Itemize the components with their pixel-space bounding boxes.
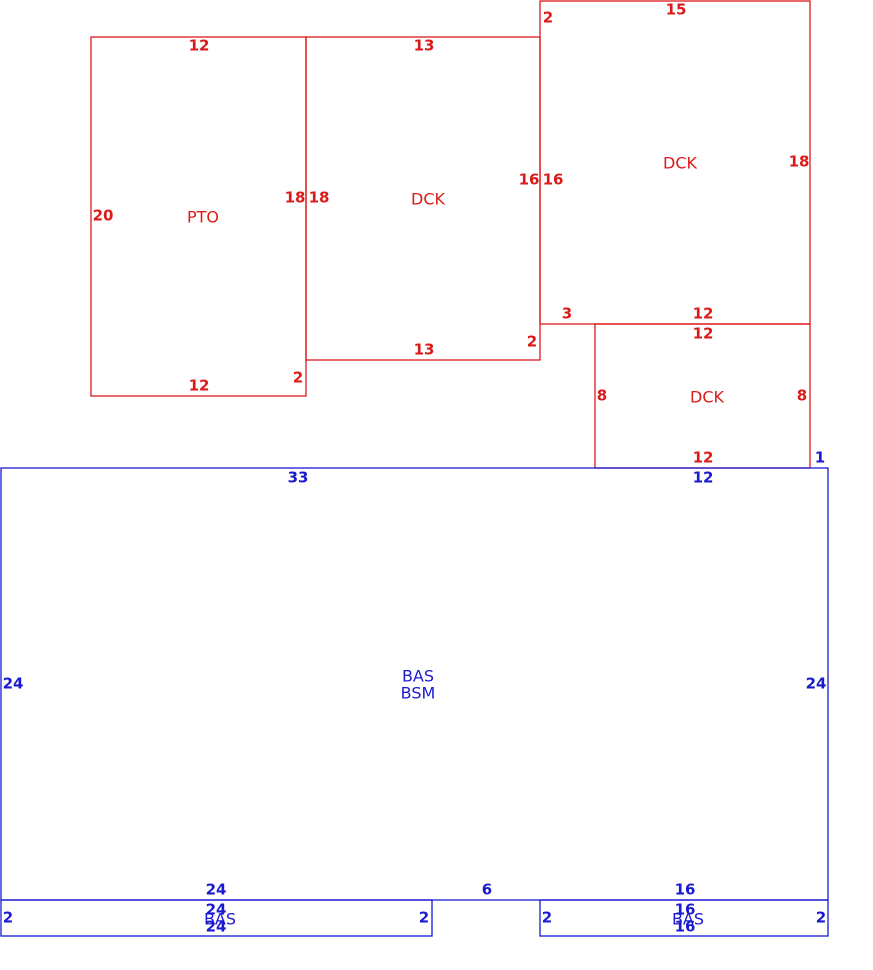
bas-left-bottom-dim: 24 [206, 918, 227, 936]
dck-center-right-dim: 16 [519, 171, 540, 189]
dck-lower-right-area: 12 12 8 8 DCK [597, 325, 807, 467]
dck-ur-right-dim: 18 [789, 153, 810, 171]
bas-left-top-dim: 24 [206, 901, 227, 919]
dck-ur-bottom-dim: 12 [693, 305, 714, 323]
bas-main-area: 1 33 12 24 24 24 6 16 BAS BSM [3, 449, 827, 899]
bas-left-strip: 24 24 2 2 BAS [3, 901, 429, 936]
bas-bottom-right-dim: 16 [675, 881, 696, 899]
dck-center-area: 13 13 18 16 2 DCK [309, 37, 540, 359]
dck-ur-notch-dim: 2 [543, 9, 553, 27]
bas-left-right-dim: 2 [419, 909, 429, 927]
dck-ur-left-dim: 16 [543, 171, 564, 189]
bas-top-left-dim: 33 [288, 469, 309, 487]
pto-left-dim: 20 [93, 207, 114, 225]
pto-area: 12 12 20 18 2 PTO [93, 37, 306, 395]
bas-left-dim: 24 [3, 675, 24, 693]
bas-main-code: BAS [402, 667, 434, 686]
bas-bottom-left-dim: 24 [206, 881, 227, 899]
pto-bottom-dim: 12 [189, 377, 210, 395]
bas-right-right-dim: 2 [816, 909, 826, 927]
dck-ur-code: DCK [663, 154, 697, 173]
bsm-code: BSM [401, 684, 436, 703]
bas-right-left-dim: 2 [542, 909, 552, 927]
dck-lr-left-dim: 8 [597, 387, 607, 405]
dck-lr-top-dim: 12 [693, 325, 714, 343]
bas-offset-dim: 1 [815, 449, 825, 467]
dck-ur-offset-dim: 3 [562, 305, 572, 323]
pto-notch-dim: 2 [293, 369, 303, 387]
bas-right-code: BAS [672, 910, 704, 929]
bas-bottom-gap-dim: 6 [482, 881, 492, 899]
dck-center-notch-dim: 2 [527, 333, 537, 351]
bas-left-outline [0, 899, 433, 937]
dck-center-bottom-dim: 13 [414, 341, 435, 359]
bas-right-top-dim: 16 [675, 901, 696, 919]
dck-center-top-dim: 13 [414, 37, 435, 55]
bas-left-left-dim: 2 [3, 909, 13, 927]
pto-right-dim: 18 [285, 189, 306, 207]
dck-lr-code: DCK [690, 388, 724, 407]
dck-lr-bottom-dim: 12 [693, 449, 714, 467]
dck-lr-right-dim: 8 [797, 387, 807, 405]
bas-right-outline [539, 899, 829, 937]
bas-top-right-dim: 12 [693, 469, 714, 487]
dck-center-left-dim: 18 [309, 189, 330, 207]
dck-ur-top-dim: 15 [666, 1, 687, 19]
bas-right-strip: 16 16 2 2 BAS [542, 901, 826, 936]
bas-right-dim: 24 [806, 675, 827, 693]
bas-right-bottom-dim: 16 [675, 918, 696, 936]
dck-upper-right-area: 15 2 16 18 12 3 DCK [543, 1, 810, 323]
dck-center-code: DCK [411, 190, 445, 209]
bas-left-code: BAS [204, 910, 236, 929]
pto-top-dim: 12 [189, 37, 210, 55]
pto-code: PTO [187, 208, 219, 227]
